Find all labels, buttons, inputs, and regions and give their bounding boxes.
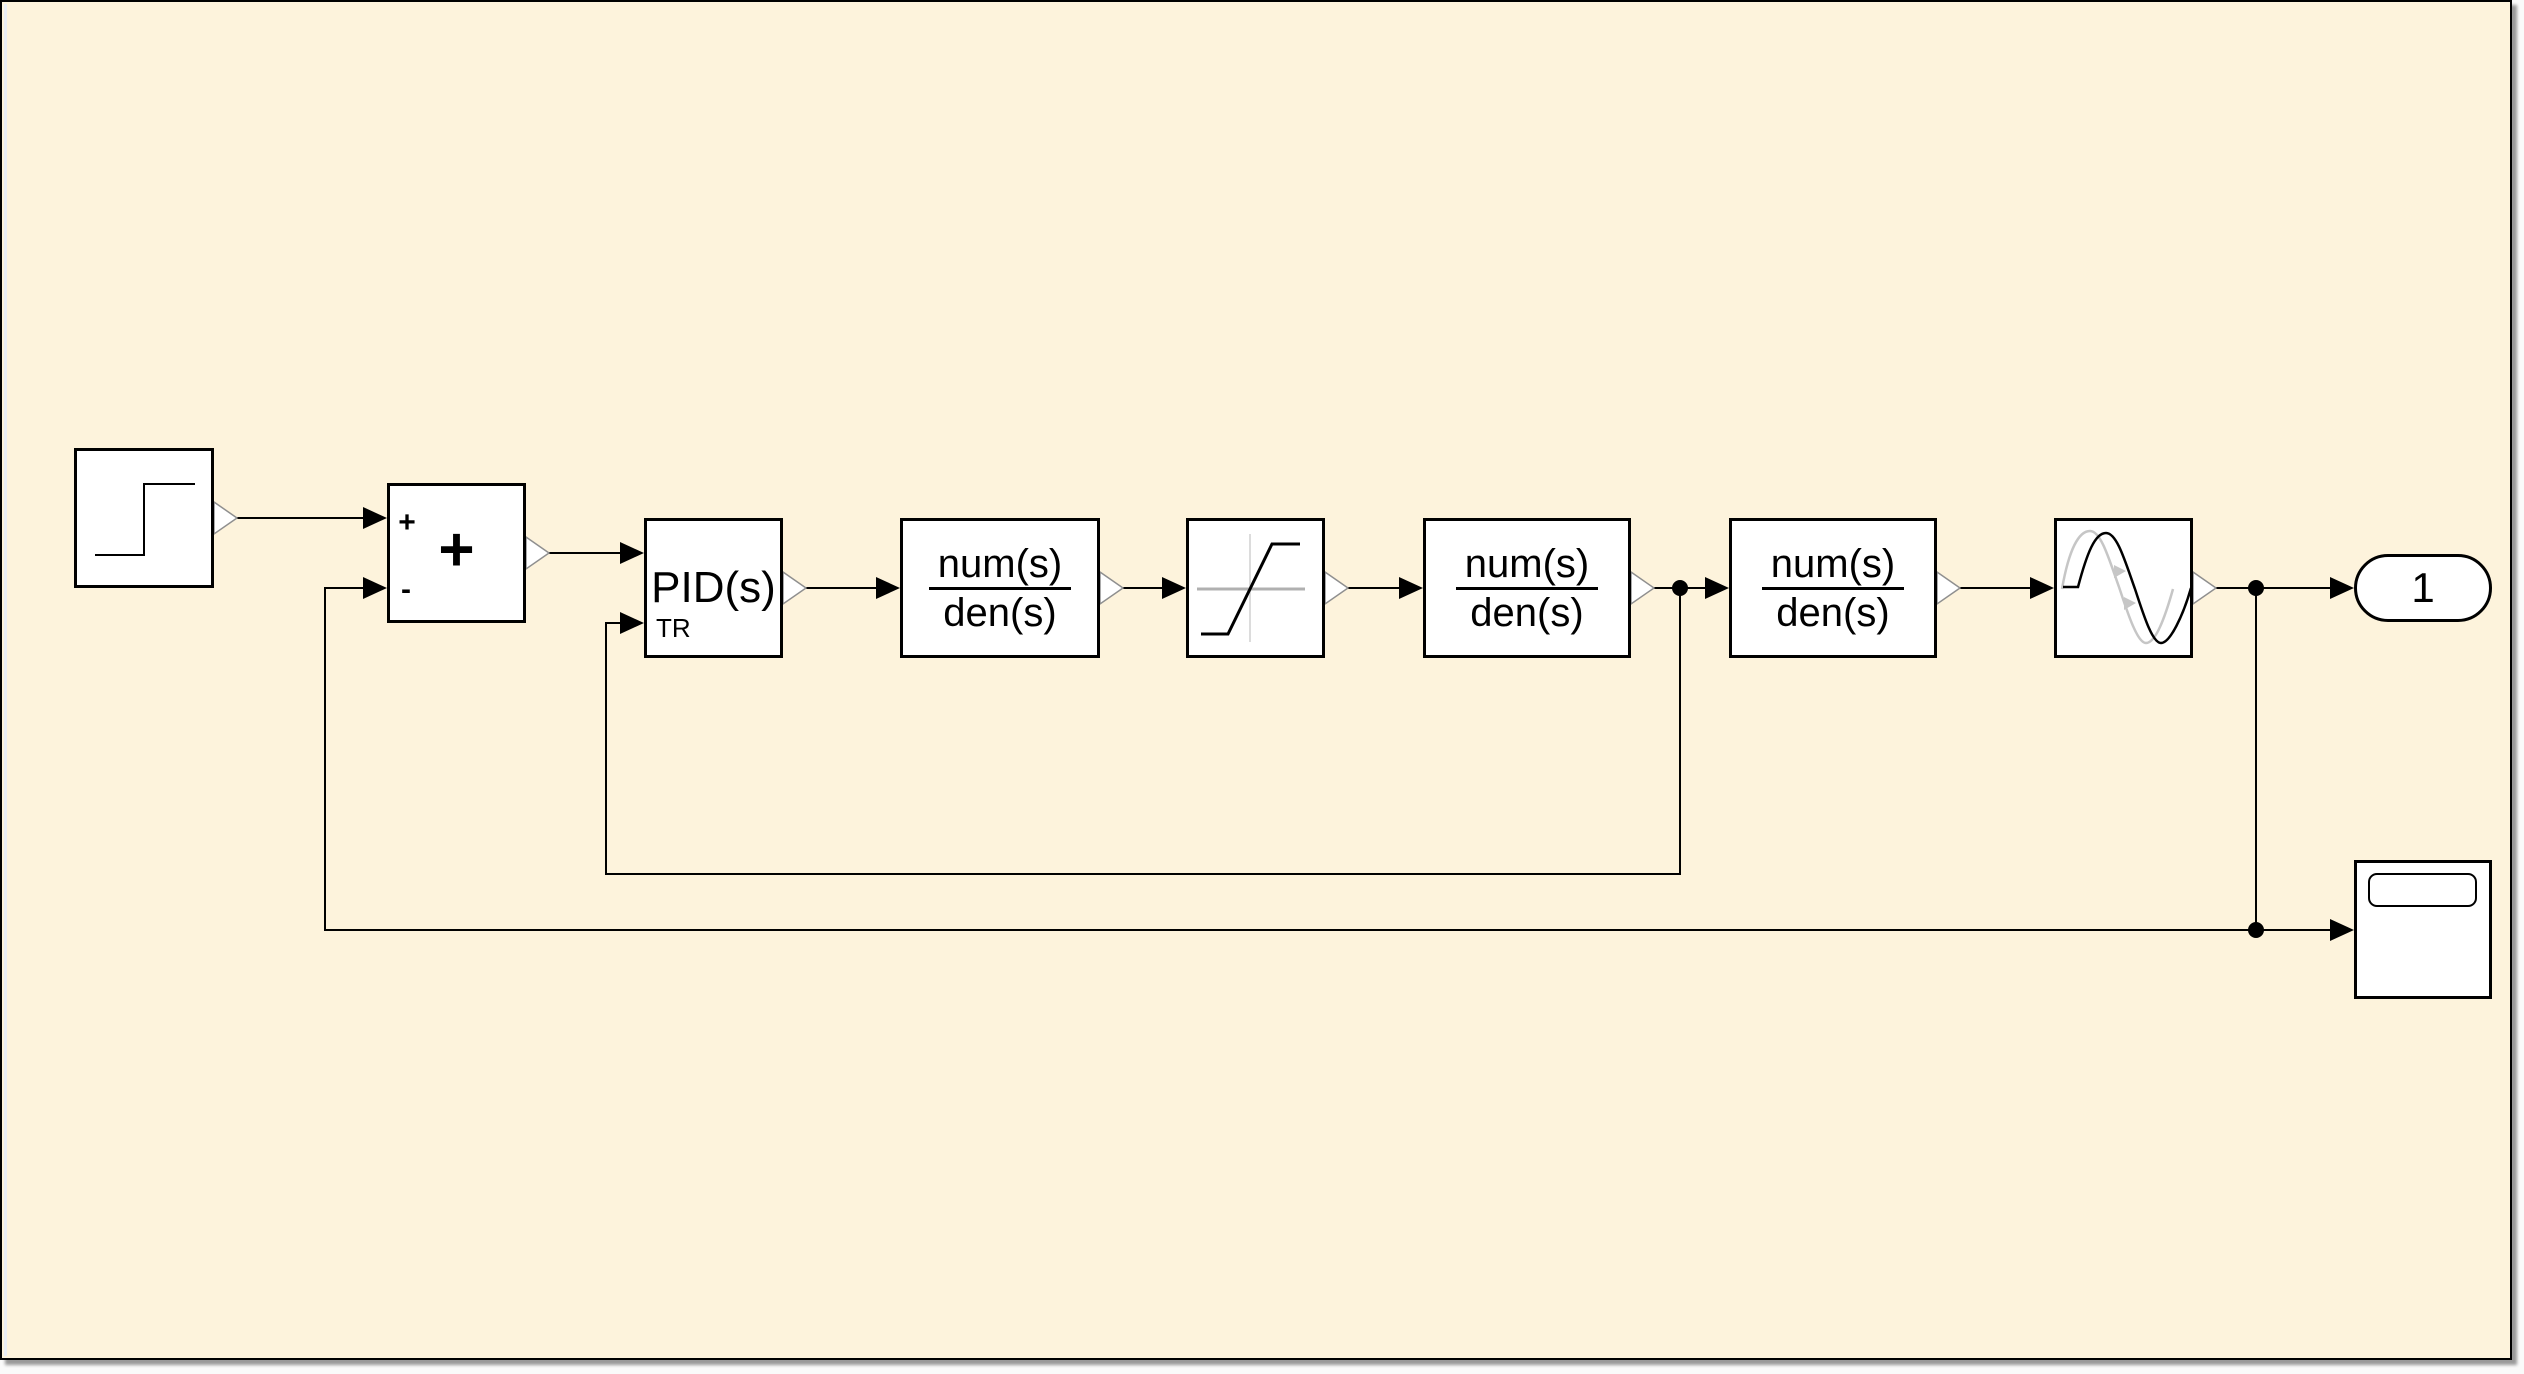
transfer-fcn-fraction: num(s) den(s) [1762, 544, 1904, 633]
wire-tf3-to-transport-delay[interactable] [1960, 577, 2054, 599]
delayed-sine-icon [2060, 529, 2190, 645]
wire-branch-to-scope[interactable] [2256, 919, 2354, 941]
arrowhead-icon [1705, 577, 1729, 599]
outport-label: 1 [2411, 564, 2435, 611]
sum-symbol: + [438, 515, 475, 585]
wire-tf2-to-tf3[interactable] [1654, 577, 1729, 599]
arrowhead-icon [2330, 919, 2354, 941]
sum-block[interactable]: + - + [387, 483, 526, 623]
wire-sum-to-pid[interactable] [549, 542, 644, 564]
sum-minus-port-label: - [401, 573, 411, 606]
arrowhead-icon [876, 577, 900, 599]
arrowhead-icon [2330, 577, 2354, 599]
numerator-label: num(s) [1464, 541, 1590, 586]
wire-step-to-sum[interactable] [237, 507, 387, 529]
transport-delay-block[interactable] [2054, 518, 2193, 658]
transfer-fcn-2-block[interactable]: num(s) den(s) [1423, 518, 1631, 658]
arrowhead-icon [363, 507, 387, 529]
fraction-bar [1456, 586, 1598, 590]
saturation-block[interactable] [1186, 518, 1325, 658]
sum-plus-port-label: + [398, 506, 416, 539]
saturation-curve-icon [1197, 534, 1305, 642]
pid-tr-port-label: TR [656, 613, 691, 643]
numerator-label: num(s) [1770, 541, 1896, 586]
arrowhead-icon [1162, 577, 1186, 599]
output-port-icon[interactable] [782, 570, 808, 606]
wire-saturation-to-tf2[interactable] [1348, 577, 1423, 599]
fraction-bar [1762, 586, 1904, 590]
transfer-fcn-1-block[interactable]: num(s) den(s) [900, 518, 1100, 658]
numerator-label: num(s) [937, 541, 1063, 586]
step-signal-icon [95, 483, 195, 556]
step-block[interactable] [74, 448, 214, 588]
transfer-fcn-fraction: num(s) den(s) [1456, 544, 1598, 633]
output-port-icon[interactable] [213, 500, 239, 536]
arrowhead-icon [2030, 577, 2054, 599]
scope-display-icon [2368, 873, 2477, 907]
output-port-icon[interactable] [525, 535, 551, 571]
wire-tr-feedback-to-pid[interactable] [605, 588, 1681, 875]
wire-transport-delay-to-outport[interactable] [2216, 577, 2354, 599]
denominator-label: den(s) [1470, 590, 1584, 635]
output-port-icon[interactable] [1324, 570, 1350, 606]
transfer-fcn-fraction: num(s) den(s) [929, 544, 1071, 633]
outport-block[interactable]: 1 [2354, 554, 2492, 622]
fraction-bar [929, 586, 1071, 590]
canvas-left-edge [4, 4, 7, 1356]
wire-tf1-to-saturation[interactable] [1123, 577, 1186, 599]
wire-pid-to-tf1[interactable] [806, 577, 900, 599]
transfer-fcn-3-block[interactable]: num(s) den(s) [1729, 518, 1937, 658]
pid-label: PID(s) [651, 563, 776, 612]
output-port-icon[interactable] [1099, 570, 1125, 606]
denominator-label: den(s) [1776, 590, 1890, 635]
output-port-icon[interactable] [1630, 570, 1656, 606]
denominator-label: den(s) [943, 590, 1057, 635]
pid-controller-block[interactable]: PID(s) TR [644, 518, 783, 658]
arrowhead-icon [1399, 577, 1423, 599]
output-port-icon[interactable] [1936, 570, 1962, 606]
scope-block[interactable] [2354, 860, 2492, 999]
arrowhead-icon [363, 577, 387, 599]
output-port-icon[interactable] [2192, 570, 2218, 606]
arrowhead-icon [620, 542, 644, 564]
arrowhead-icon [620, 612, 644, 634]
